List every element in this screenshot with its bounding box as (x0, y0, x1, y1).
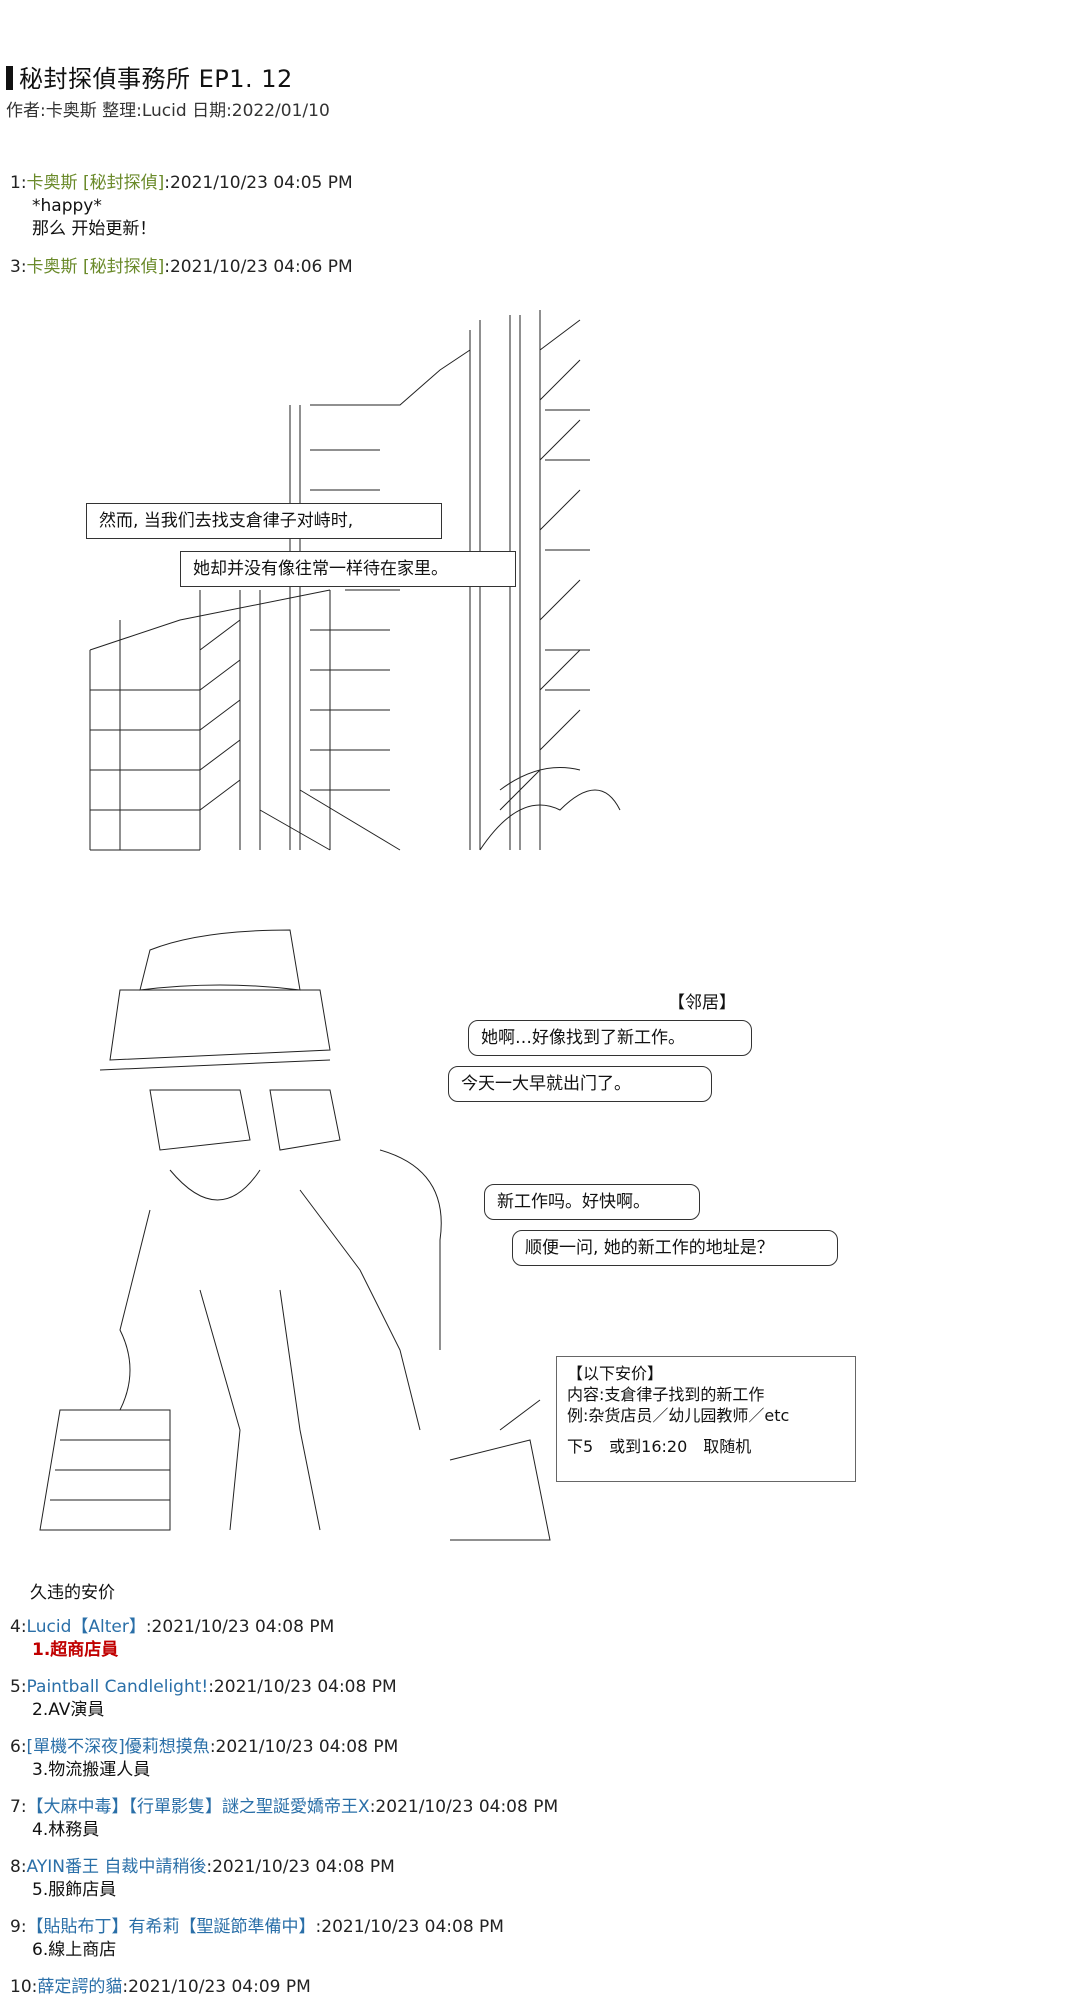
post-author[interactable]: Paintball Candlelight! (26, 1677, 209, 1697)
speech-bubble-neighbor-2: 今天一大早就出门了。 (448, 1066, 712, 1102)
post-num: 4: (10, 1617, 27, 1637)
speech-text: 她啊…好像找到了新工作。 (481, 1028, 685, 1048)
post-time: :2021/10/23 04:05 PM (164, 173, 353, 193)
post-num: 8: (10, 1857, 27, 1877)
post-num: 5: (10, 1677, 27, 1697)
post-num: 3: (10, 257, 27, 277)
reply-10: 10:薛定諤的貓:2021/10/23 04:09 PM (10, 1976, 311, 1999)
post-time: :2021/10/23 04:08 PM (369, 1797, 559, 1817)
post-num: 1: (10, 173, 27, 193)
caption: 久违的安价 (30, 1583, 115, 1603)
post-num: 6: (10, 1737, 27, 1757)
reply-9: 9:【貼貼布丁】有希莉【聖誕節準備中】:2021/10/23 04:08 PM … (10, 1916, 504, 1962)
post-author[interactable]: 【大麻中毒】【行單影隻】謎之聖誕愛嬌帝王X (26, 1797, 370, 1817)
vote-line: 内容:支倉律子找到的新工作 (567, 1385, 765, 1404)
narration-box-1: 然而, 当我们去找支倉律子对峙时, (86, 503, 442, 539)
post-time: :2021/10/23 04:08 PM (145, 1617, 335, 1637)
reply-4: 4:Lucid【Alter】:2021/10/23 04:08 PM 1.超商店… (10, 1616, 334, 1662)
post-author[interactable]: 卡奥斯 [秘封探偵] (26, 173, 165, 193)
post-time: :2021/10/23 04:08 PM (206, 1857, 395, 1877)
vote-title: 【以下安价】 (567, 1364, 664, 1383)
post-num: 7: (10, 1797, 27, 1817)
post-1: 1:卡奥斯 [秘封探偵]:2021/10/23 04:05 PM *happy*… (10, 172, 353, 241)
vote-box: 【以下安价】 内容:支倉律子找到的新工作 例:杂货店员／幼儿园教师／etc 下5… (556, 1356, 856, 1482)
reply-body: 2.AV演員 (32, 1700, 105, 1720)
post-line: 那么 开始更新！ (32, 219, 157, 239)
reply-body: 3.物流搬運人員 (32, 1760, 151, 1780)
post-author[interactable]: 【貼貼布丁】有希莉【聖誕節準備中】 (26, 1917, 316, 1937)
post-time: :2021/10/23 04:08 PM (208, 1677, 397, 1697)
speech-bubble-detective-2: 顺便一问, 她的新工作的地址是？ (512, 1230, 838, 1266)
reply-6: 6:[單機不深夜]優莉想摸魚:2021/10/23 04:08 PM 3.物流搬… (10, 1736, 398, 1782)
narration-text: 然而, 当我们去找支倉律子对峙时, (99, 511, 354, 531)
post-num: 9: (10, 1917, 27, 1937)
speech-bubble-detective-1: 新工作吗。好快啊。 (484, 1184, 700, 1220)
post-author[interactable]: [單機不深夜]優莉想摸魚 (26, 1737, 210, 1757)
speech-text: 今天一大早就出门了。 (461, 1074, 631, 1094)
post-time: :2021/10/23 04:08 PM (209, 1737, 399, 1757)
reply-7: 7:【大麻中毒】【行單影隻】謎之聖誕愛嬌帝王X:2021/10/23 04:08… (10, 1796, 558, 1842)
vote-line: 下5 或到16:20 取随机 (567, 1437, 752, 1456)
speech-text: 新工作吗。好快啊。 (497, 1192, 650, 1212)
narration-box-2: 她却并没有像往常一样待在家里。 (180, 551, 516, 587)
page-title: 秘封探偵事務所 EP1. 12 (6, 64, 293, 94)
speech-text: 顺便一问, 她的新工作的地址是？ (525, 1238, 774, 1258)
title-bar (6, 66, 13, 90)
post-3: 3:卡奥斯 [秘封探偵]:2021/10/23 04:06 PM (10, 256, 353, 279)
reply-body: 5.服飾店員 (32, 1880, 117, 1900)
vote-line: 例:杂货店员／幼儿园教师／etc (567, 1406, 790, 1425)
reply-body: 4.林務員 (32, 1820, 100, 1840)
reply-body: 6.線上商店 (32, 1940, 117, 1960)
narration-text: 她却并没有像往常一样待在家里。 (193, 559, 448, 579)
post-author[interactable]: 薛定諤的貓 (37, 1977, 123, 1997)
post-num: 10: (10, 1977, 38, 1997)
post-time: :2021/10/23 04:06 PM (164, 257, 353, 277)
post-author[interactable]: Lucid【Alter】 (26, 1617, 146, 1637)
post-author[interactable]: AYIN番王 自裁中請稍後 (26, 1857, 207, 1877)
post-author[interactable]: 卡奥斯 [秘封探偵] (26, 257, 165, 277)
title-text: 秘封探偵事務所 EP1. 12 (19, 65, 293, 93)
reply-8: 8:AYIN番王 自裁中請稍後:2021/10/23 04:08 PM 5.服飾… (10, 1856, 395, 1902)
post-time: :2021/10/23 04:09 PM (122, 1977, 311, 1997)
page-meta: 作者:卡奥斯 整理:Lucid 日期:2022/01/10 (6, 101, 330, 121)
reply-body: 1.超商店員 (32, 1640, 119, 1660)
reply-5: 5:Paintball Candlelight!:2021/10/23 04:0… (10, 1676, 397, 1722)
post-line: *happy* (32, 196, 102, 216)
speech-bubble-neighbor-1: 她啊…好像找到了新工作。 (468, 1020, 752, 1056)
speaker-label: 【邻居】 (668, 993, 736, 1013)
post-time: :2021/10/23 04:08 PM (315, 1917, 504, 1937)
ascii-art-illustration (39, 310, 621, 1541)
